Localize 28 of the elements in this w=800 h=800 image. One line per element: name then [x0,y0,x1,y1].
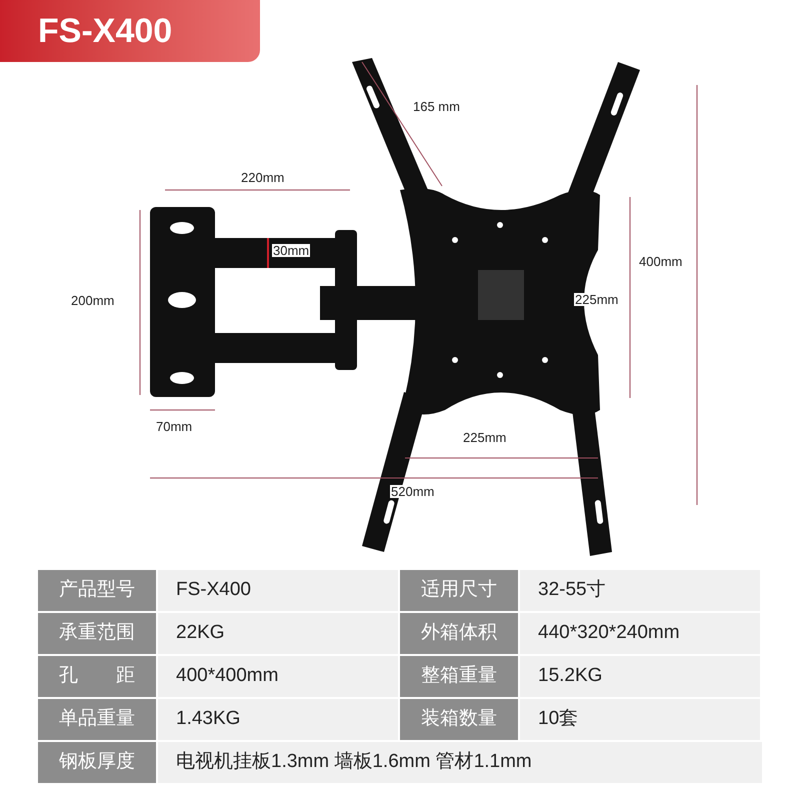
spec-name-cell: 钢板厚度 [38,742,156,783]
spec-value-cell: FS-X400 [158,570,398,611]
dimension-label: 400mm [638,255,684,268]
title-banner: FS-X400 [0,0,260,62]
spec-name-cell: 孔 距 [38,656,156,697]
spec-value-cell: 1.43KG [158,699,398,740]
spec-value-cell: 400*400mm [158,656,398,697]
dimension-label: 200mm [70,294,116,307]
spec-value-cell: 22KG [158,613,398,654]
spec-name-cell: 装箱数量 [400,699,518,740]
dimension-label: 225mm [462,431,508,444]
spec-value-cell: 10套 [520,699,760,740]
spec-name-cell: 外箱体积 [400,613,518,654]
dimension-label: 220mm [240,171,286,184]
spec-name-cell: 承重范围 [38,613,156,654]
dimension-label: 30mm [272,244,310,257]
dimension-label: 520mm [390,485,436,498]
spec-value-cell: 32-55寸 [520,570,760,611]
dimension-label: 225mm [574,293,620,306]
spec-name-cell: 整箱重量 [400,656,518,697]
spec-value-cell: 440*320*240mm [520,613,760,654]
spec-name-cell: 适用尺寸 [400,570,518,611]
spec-value-cell: 15.2KG [520,656,760,697]
spec-value-cell: 电视机挂板1.3mm 墙板1.6mm 管材1.1mm [158,742,762,783]
dimension-label: 165 mm [412,100,461,113]
spec-name-cell: 单品重量 [38,699,156,740]
dimension-label: 70mm [155,420,194,433]
spec-name-cell: 产品型号 [38,570,156,611]
